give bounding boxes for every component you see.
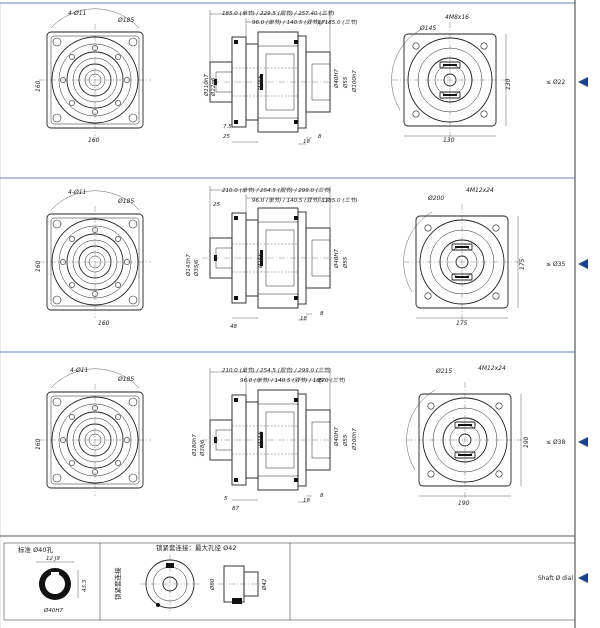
row-3-side-top2: 96.0 (单节) / 140.5 (双节) / 185.0 (三节) — [240, 377, 346, 384]
row-1-motor-bottom: 130 — [443, 137, 455, 144]
row-1-side-left2: Ø22g6 — [210, 77, 217, 97]
row-1-side-center: Ø166 — [257, 75, 264, 91]
row-3-front-side-dim: 160 — [35, 438, 42, 450]
clamp-note: 锁紧套连接 — [113, 567, 122, 600]
row-3-motor-thread: 4M12x24 — [478, 365, 506, 372]
row-3-side-right1: Ø40H7 — [333, 427, 340, 447]
row-2-front-pcd: Ø185 — [117, 198, 134, 205]
clamp-title: 锁紧套连接：最大孔径 Ø42 — [156, 543, 236, 552]
row-1-side-b2: 25 — [223, 134, 230, 140]
std-bore-dim: Ø40H7 — [43, 607, 63, 614]
row-3-motor-pcd: Ø215 — [435, 368, 452, 375]
row-1-front-holes: 4-Ø11 — [68, 10, 86, 17]
row-2-side-right1: Ø40H7 — [333, 249, 340, 269]
row-3-side-b3: 18 — [303, 498, 310, 504]
row-2-front-holes: 4-Ø11 — [68, 189, 86, 196]
row-3-side-b2: 5 — [224, 496, 228, 502]
row-2-side-left2: Ø35j6 — [193, 259, 200, 277]
row-3-side-right2: Ø55 — [342, 434, 349, 447]
row-2-side-left1: Ø143h7 — [185, 254, 192, 277]
std-bore-panel: 标准 Ø40孔 12 J9 43.3 Ø40H7 — [18, 545, 88, 614]
row-2-side-center: Ø166 — [257, 253, 264, 269]
row-1-shaft-label: ≤ Ø22 — [546, 79, 565, 86]
row-2-side-b3: 18 — [300, 316, 307, 322]
row-1-side-right2: Ø55 — [342, 76, 349, 89]
row-3-side-top1: 210.0 (单节) / 254.5 (双节) / 299.0 (三节) — [222, 367, 331, 374]
row-1-side-top2: 96.0 (单节) / 140.5 (双节) / 185.0 (三节) — [252, 19, 358, 26]
clamp-dim-2: Ø42 — [261, 578, 268, 591]
std-bore-title: 标准 Ø40孔 — [18, 545, 53, 554]
std-height-dim: 43.3 — [82, 579, 88, 592]
row-1-motor-pcd: Ø145 — [419, 25, 436, 32]
row-1-side-top1: 185.0 (单节) / 229.5 (双节) / 257.40 (三节) — [222, 10, 335, 17]
row-3-side-b1: 87 — [232, 506, 239, 512]
clamp-panel: 锁紧套连接：最大孔径 Ø42 锁紧套连接 Ø80 Ø42 — [113, 543, 268, 612]
row-3-side-center: Ø166 — [257, 431, 264, 447]
row-2-side-top1: 210.0 (单节) / 254.5 (双节) / 299.0 (三节) — [222, 187, 331, 194]
row-3-side-left1: Ø180h7 — [191, 434, 198, 457]
bottom-marker-icon — [578, 573, 588, 583]
row-1-side-b4: 8 — [318, 134, 322, 140]
bottom-shaft-label: Shaft Ø dial — [538, 575, 573, 582]
row-2-motor-bottom: 175 — [456, 320, 468, 327]
row-3-side-b4: 8 — [320, 493, 324, 499]
std-keyway-dim: 12 J9 — [46, 556, 60, 562]
row-2-side-b1: 48 — [230, 324, 237, 330]
row-2-shaft-label: ≤ Ø35 — [546, 261, 565, 268]
row-3-motor-side: 190 — [523, 436, 530, 448]
row-3-front-holes: 4-Ø11 — [70, 367, 88, 374]
row-2-side-top2: 96.0 (单节) / 140.5 (双节) / 185.0 (三节) — [252, 197, 358, 204]
row-1-side-top2b: 17 — [318, 20, 325, 26]
row-1-side-b1: 7.5 — [223, 124, 232, 130]
row-2-marker-icon — [578, 259, 588, 269]
row-2-front-bottom-dim: 160 — [98, 320, 110, 327]
row-2-side-top2b: 17 — [322, 198, 329, 204]
row-1-marker-icon — [578, 77, 588, 87]
row-2-motor-thread: 4M12x24 — [466, 187, 494, 194]
row-2-side-left0: 25 — [213, 202, 220, 208]
row-2-front-side-dim: 160 — [35, 260, 42, 272]
row-2-side-right2: Ø55 — [342, 256, 349, 269]
row-2-side-b4: 8 — [320, 311, 324, 317]
row-1-side-right1: Ø40H7 — [333, 69, 340, 89]
row-1-motor-thread: 4M8x16 — [445, 14, 469, 21]
row-3-motor-bottom: 190 — [458, 500, 470, 507]
row-3-shaft-label: ≤ Ø38 — [546, 439, 565, 446]
row-1-side-b3: 18 — [303, 139, 310, 145]
row-3-marker-icon — [578, 437, 588, 447]
row-1-motor-side: 130 — [505, 78, 512, 90]
clamp-dim-1: Ø80 — [209, 578, 216, 591]
row-3-side-top2b: 17 — [318, 378, 325, 384]
row-1-front-pcd: Ø185 — [117, 17, 134, 24]
row-1-front-side-dim: 160 — [35, 80, 42, 92]
row-3-side-left2: Ø38j6 — [199, 439, 206, 457]
row-1-side-left1: Ø110h7 — [203, 74, 210, 97]
row-2-motor-pcd: Ø200 — [427, 195, 444, 202]
row-2-motor-side: 175 — [519, 258, 526, 270]
row-3-side-right3: Ø100h7 — [351, 428, 358, 451]
row-1-side-right3: Ø100h7 — [351, 70, 358, 93]
row-3-front-pcd: Ø185 — [117, 376, 134, 383]
row-1-front-bottom-dim: 160 — [88, 137, 100, 144]
